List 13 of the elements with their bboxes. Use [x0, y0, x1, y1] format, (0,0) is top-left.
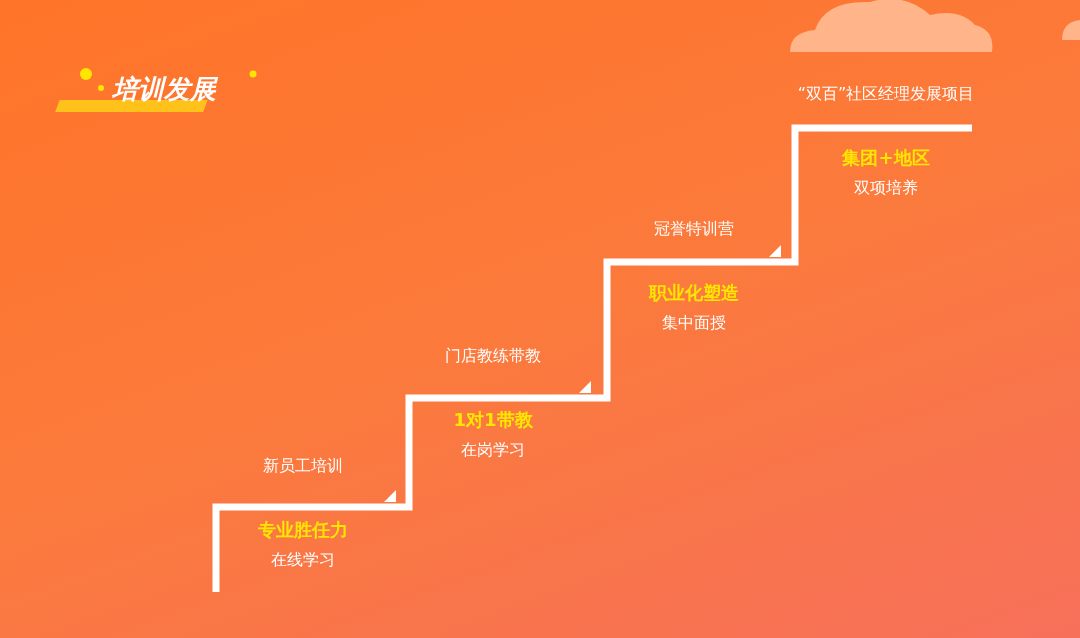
step-subtitle: 在线学习 [270, 550, 336, 571]
step-label: “双百”社区经理发展项目 [796, 84, 976, 105]
step-subtitle: 集中面授 [661, 313, 727, 334]
heading: 培训发展 [112, 73, 216, 106]
step-subtitle: 在岗学习 [460, 440, 526, 461]
step-heading: 1对1带教 [452, 408, 534, 432]
step-heading: 专业胜任力 [257, 518, 349, 542]
step-subtitle: 双项培养 [853, 178, 919, 199]
step-label: 门店教练带教 [444, 346, 542, 367]
step-label: 冠誉特训营 [653, 219, 735, 240]
step-heading: 职业化塑造 [647, 281, 740, 305]
step-heading: 集团+地区 [841, 146, 931, 170]
step-label: 新员工培训 [262, 456, 344, 477]
